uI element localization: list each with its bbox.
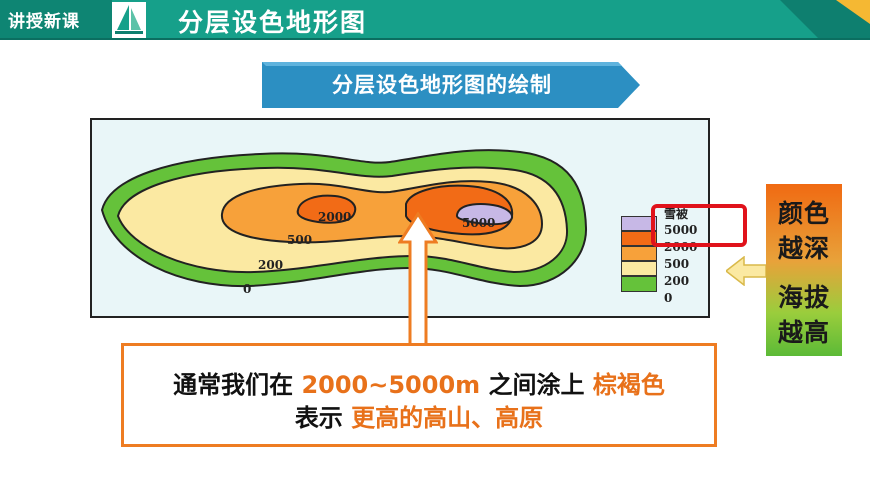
callout-range: 2000~5000m (301, 371, 481, 399)
callout-text-2a: 表示 (294, 404, 352, 432)
side-text-line1: 颜色 (777, 199, 830, 228)
contour-label-0: 0 (243, 282, 252, 296)
color-altitude-box (766, 184, 842, 356)
legend-label-200: 200 (664, 274, 690, 288)
legend-label-500: 500 (664, 257, 690, 271)
contour-snow (455, 203, 514, 226)
legend-label-snow: 雪被 (664, 207, 689, 221)
banner-text: 分层设色地形图的绘制 (332, 73, 552, 97)
side-text-line4: 越高 (777, 318, 830, 347)
up-arrow-icon (398, 212, 438, 348)
legend-swatch-2000 (621, 246, 657, 261)
callout-color: 棕褐色 (592, 371, 665, 399)
contour-label-5000: 5000 (462, 216, 496, 230)
section-tag: 讲授新课 (8, 12, 80, 32)
callout-text-1c: 之间涂上 (480, 371, 593, 399)
page-title: 分层设色地形图 (178, 8, 368, 37)
callout-line-1: 通常我们在 2000~5000m 之间涂上 棕褐色 (121, 365, 717, 400)
callout-meaning: 更高的高山、高原 (351, 404, 544, 432)
callout-line-2: 表示 更高的高山、高原 (121, 398, 717, 433)
legend-label-5000: 5000 (664, 223, 698, 237)
contour-2000-left (296, 194, 357, 224)
legend-swatch-200 (621, 276, 657, 292)
legend-swatch-5000 (621, 231, 657, 246)
contour-label-200: 200 (258, 258, 284, 272)
callout-text-1a: 通常我们在 (173, 371, 302, 399)
layered-terrain-map (100, 149, 588, 288)
subtitle-banner (262, 62, 640, 108)
contour-label-2000: 2000 (318, 210, 352, 224)
side-text-line3: 海拔 (777, 283, 830, 312)
header: 讲授新课 分层设色地形图 (0, 0, 870, 40)
legend-swatch-500 (621, 261, 657, 276)
callout-box (121, 343, 717, 447)
legend-swatch-snow (621, 216, 657, 231)
sailboat-icon (112, 2, 146, 38)
contour-label-500: 500 (287, 233, 313, 247)
side-text-line2: 越深 (777, 234, 830, 263)
left-arrow-icon (726, 256, 766, 286)
legend-highlight-box (651, 204, 747, 247)
legend-label-0: 0 (664, 291, 673, 305)
